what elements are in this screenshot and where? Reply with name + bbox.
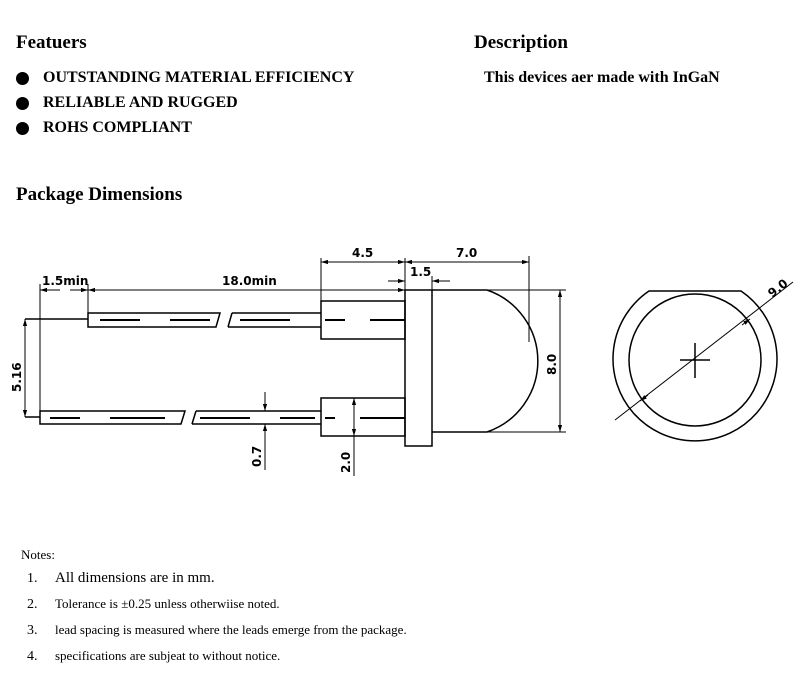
feature-text: OUTSTANDING MATERIAL EFFICIENCY [43, 69, 355, 86]
note-text: All dimensions are in mm. [55, 570, 215, 586]
feature-item: ROHS COMPLIANT [16, 119, 192, 137]
note-item: 4. specifications are subjeat to without … [27, 648, 280, 665]
dim-label: 0.7 [250, 446, 264, 467]
end-view [612, 281, 794, 442]
description-text: This devices aer made with InGaN [484, 69, 720, 86]
note-text: lead spacing is measured where the leads… [55, 622, 407, 637]
description-heading: Description [474, 32, 568, 53]
notes-heading: Notes: [21, 547, 55, 562]
dim-label: 1.5 [410, 265, 431, 279]
package-dimensions-heading: Package Dimensions [16, 184, 183, 205]
lens [432, 289, 539, 433]
note-number: 2. [27, 597, 38, 612]
bullet-icon [16, 71, 29, 85]
features-heading: Featuers [16, 32, 87, 53]
dim-label: 7.0 [456, 246, 477, 260]
dim-label: 4.5 [352, 246, 373, 260]
dim-label: 8.0 [545, 354, 559, 375]
dim-label: 2.0 [339, 452, 353, 473]
dim-label: 9.0 [765, 276, 790, 300]
note-text: specifications are subjeat to without no… [55, 648, 281, 663]
note-item: 3. lead spacing is measured where the lea… [27, 622, 407, 639]
top-lead [25, 312, 405, 328]
bullet-icon [16, 96, 29, 110]
note-number: 3. [27, 623, 38, 638]
note-text: Tolerance is ±0.25 unless otherwiise not… [55, 596, 280, 611]
flange [404, 289, 433, 447]
feature-text: ROHS COMPLIANT [43, 119, 192, 136]
note-item: 1. All dimensions are in mm. [27, 570, 215, 587]
dim-label: 18.0min [222, 274, 277, 288]
bottom-lead [25, 410, 405, 425]
note-item: 2. Tolerance is ±0.25 unless otherwiise n… [27, 596, 280, 613]
dim-label: 1.5min [42, 274, 88, 288]
note-number: 1. [27, 571, 38, 586]
note-number: 4. [27, 649, 38, 664]
feature-text: RELIABLE AND RUGGED [43, 94, 238, 111]
bullet-icon [16, 121, 29, 135]
feature-item: RELIABLE AND RUGGED [16, 94, 238, 112]
feature-item: OUTSTANDING MATERIAL EFFICIENCY [16, 69, 354, 87]
dimension-lines [22, 256, 563, 476]
dim-label: 5.16 [10, 362, 24, 392]
